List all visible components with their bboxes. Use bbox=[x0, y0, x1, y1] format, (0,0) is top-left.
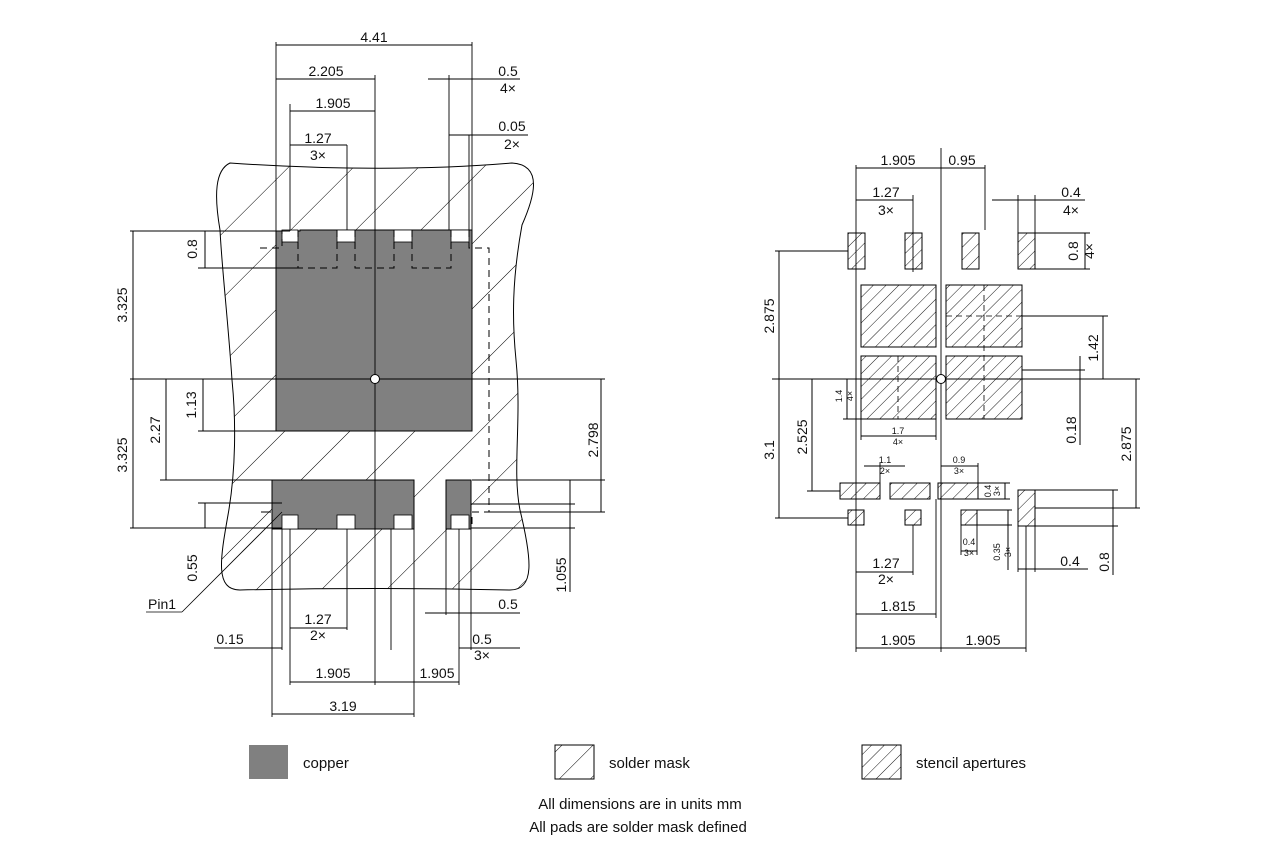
dim-1-905-bottom-right: 1.905 bbox=[419, 665, 454, 681]
legend-stencil-swatch bbox=[861, 744, 902, 780]
legend-copper-label: copper bbox=[303, 755, 349, 772]
bottom-apertures bbox=[839, 482, 1036, 527]
dim-4x-notch: 4× bbox=[500, 80, 516, 96]
dim-0-8-left: 0.8 bbox=[184, 239, 200, 259]
dim-3-325-lower: 3.325 bbox=[114, 437, 130, 472]
rdim-2-525: 2.525 bbox=[794, 419, 810, 454]
rdim-1-905-top: 1.905 bbox=[880, 152, 915, 168]
top-apertures bbox=[847, 232, 1036, 270]
dim-3x-top: 3× bbox=[310, 147, 326, 163]
legend-solder-mask-swatch bbox=[554, 744, 595, 780]
rdim-4x-right: 4× bbox=[1081, 243, 1097, 259]
rdim-0-4-right: 0.4 bbox=[1060, 553, 1080, 569]
dim-3-19: 3.19 bbox=[329, 698, 356, 714]
rdim-0-9-count: 3× bbox=[954, 466, 964, 476]
center-mark bbox=[370, 374, 380, 384]
rdim-1-27-bottom: 1.27 bbox=[872, 555, 899, 571]
dim-0-15: 0.15 bbox=[216, 631, 243, 647]
rdim-1-4-count: 4× bbox=[845, 391, 855, 401]
rdim-0-9: 0.9 bbox=[953, 455, 966, 465]
note-units: All dimensions are in units mm bbox=[538, 796, 741, 813]
dim-2x-bottom: 2× bbox=[310, 627, 326, 643]
rdim-0-4-bar: 0.4 bbox=[983, 485, 993, 498]
rdim-2x-bottom: 2× bbox=[878, 571, 894, 587]
rdim-1-7-count: 4× bbox=[893, 437, 903, 447]
rdim-2-875-left: 2.875 bbox=[761, 298, 777, 333]
dim-1-13: 1.13 bbox=[183, 391, 199, 418]
rdim-1-7: 1.7 bbox=[892, 426, 905, 436]
rdim-1-4: 1.4 bbox=[834, 390, 844, 403]
left-view: 4.41 2.205 1.905 1.27 3× 0.5 4× 0.05 2× … bbox=[114, 29, 605, 717]
dim-3x-small: 3× bbox=[474, 647, 490, 663]
dim-1-905-top: 1.905 bbox=[315, 95, 350, 111]
rdim-1-1: 1.1 bbox=[879, 455, 892, 465]
legend-copper-swatch bbox=[249, 745, 288, 779]
dim-2x-gap: 2× bbox=[504, 136, 520, 152]
large-apertures bbox=[860, 284, 1023, 420]
dim-4-41: 4.41 bbox=[360, 29, 387, 45]
dim-0-55: 0.55 bbox=[184, 554, 200, 581]
rdim-1-815: 1.815 bbox=[880, 598, 915, 614]
legend-solder-mask-label: solder mask bbox=[609, 755, 690, 772]
rdim-2-875-right: 2.875 bbox=[1118, 426, 1134, 461]
dim-2-798: 2.798 bbox=[585, 422, 601, 457]
rdim-1-905-bottom-right: 1.905 bbox=[965, 632, 1000, 648]
dim-1-905-bottom-left: 1.905 bbox=[315, 665, 350, 681]
rdim-0-4-small-count: 3× bbox=[964, 548, 974, 558]
rdim-4x-top: 4× bbox=[1063, 202, 1079, 218]
rdim-0-35: 0.35 bbox=[992, 543, 1002, 561]
rdim-0-18: 0.18 bbox=[1063, 416, 1079, 443]
rdim-0-8-right: 0.8 bbox=[1096, 552, 1112, 572]
dim-0-5-notch: 0.5 bbox=[498, 63, 518, 79]
dim-2-205: 2.205 bbox=[308, 63, 343, 79]
legend-stencil-label: stencil apertures bbox=[916, 755, 1026, 772]
pin1-label: Pin1 bbox=[148, 596, 176, 612]
rdim-1-1-count: 2× bbox=[880, 466, 890, 476]
rdim-1-42: 1.42 bbox=[1085, 334, 1101, 361]
rdim-0-4-bar-count: 3× bbox=[992, 486, 1002, 496]
dim-3-325-upper: 3.325 bbox=[114, 287, 130, 322]
rdim-0-4-top: 0.4 bbox=[1061, 184, 1081, 200]
dim-2-27: 2.27 bbox=[147, 416, 163, 443]
rdim-1-27-top: 1.27 bbox=[872, 184, 899, 200]
bottom-notches bbox=[281, 514, 470, 530]
dim-0-5-3x: 0.5 bbox=[472, 631, 492, 647]
dim-1-27-bottom: 1.27 bbox=[304, 611, 331, 627]
note-pads: All pads are solder mask defined bbox=[529, 819, 747, 836]
dim-0-05: 0.05 bbox=[498, 118, 525, 134]
rdim-0-95: 0.95 bbox=[948, 152, 975, 168]
copper-top-pad bbox=[275, 229, 473, 432]
dim-0-5-small-pad: 0.5 bbox=[498, 596, 518, 612]
legend: copper solder mask stencil apertures bbox=[249, 744, 1026, 780]
rdim-1-905-bottom-left: 1.905 bbox=[880, 632, 915, 648]
rdim-3-1: 3.1 bbox=[761, 440, 777, 460]
center-mark-right bbox=[936, 374, 946, 384]
dim-1-27-top: 1.27 bbox=[304, 130, 331, 146]
right-view: 1.905 0.95 1.27 3× 0.4 4× 0.8 4× 2.875 3… bbox=[761, 148, 1140, 652]
rdim-0-4-small: 0.4 bbox=[963, 537, 976, 547]
rdim-3x-top: 3× bbox=[878, 202, 894, 218]
dim-1-055: 1.055 bbox=[553, 557, 569, 592]
rdim-0-8-top: 0.8 bbox=[1065, 241, 1081, 261]
rdim-0-35-count: 3× bbox=[1003, 547, 1013, 557]
